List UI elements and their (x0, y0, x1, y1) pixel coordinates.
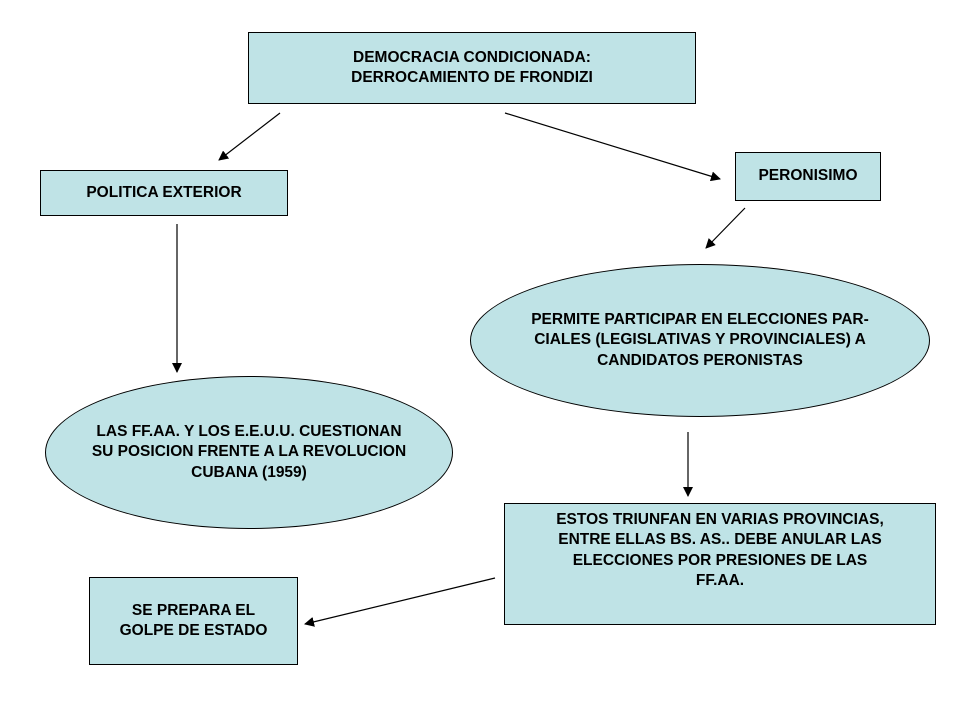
arrow-peronismo-to-elecciones (705, 207, 746, 249)
peronismo-node: PERONISIMO (735, 152, 881, 201)
arrow-triunfo-to-golpe (304, 577, 496, 627)
ffaa-eeuu-node: LAS FF.AA. Y LOS E.E.U.U. CUESTIONAN SU … (45, 376, 453, 529)
ffaa-eeuu-label: LAS FF.AA. Y LOS E.E.U.U. CUESTIONAN SU … (91, 422, 407, 481)
peronismo-label: PERONISIMO (758, 167, 858, 185)
root-node-label: DEMOCRACIA CONDICIONADA: DERROCAMIENTO D… (351, 48, 593, 86)
golpe-node: SE PREPARA EL GOLPE DE ESTADO (89, 577, 298, 665)
politica-exterior-label: POLITICA EXTERIOR (86, 183, 242, 201)
elecciones-parciales-node: PERMITE PARTICIPAR EN ELECCIONES PAR- CI… (470, 264, 930, 417)
elecciones-parciales-label: PERMITE PARTICIPAR EN ELECCIONES PAR- CI… (531, 310, 869, 369)
root-node: DEMOCRACIA CONDICIONADA: DERROCAMIENTO D… (248, 32, 696, 104)
arrow-root-to-peronismo (504, 112, 721, 182)
arrow-root-to-politica-exterior (218, 112, 281, 161)
golpe-label: SE PREPARA EL GOLPE DE ESTADO (119, 601, 268, 639)
triunfo-node: ESTOS TRIUNFAN EN VARIAS PROVINCIAS, ENT… (504, 503, 936, 625)
politica-exterior-node: POLITICA EXTERIOR (40, 170, 288, 216)
triunfo-label: ESTOS TRIUNFAN EN VARIAS PROVINCIAS, ENT… (556, 511, 884, 590)
